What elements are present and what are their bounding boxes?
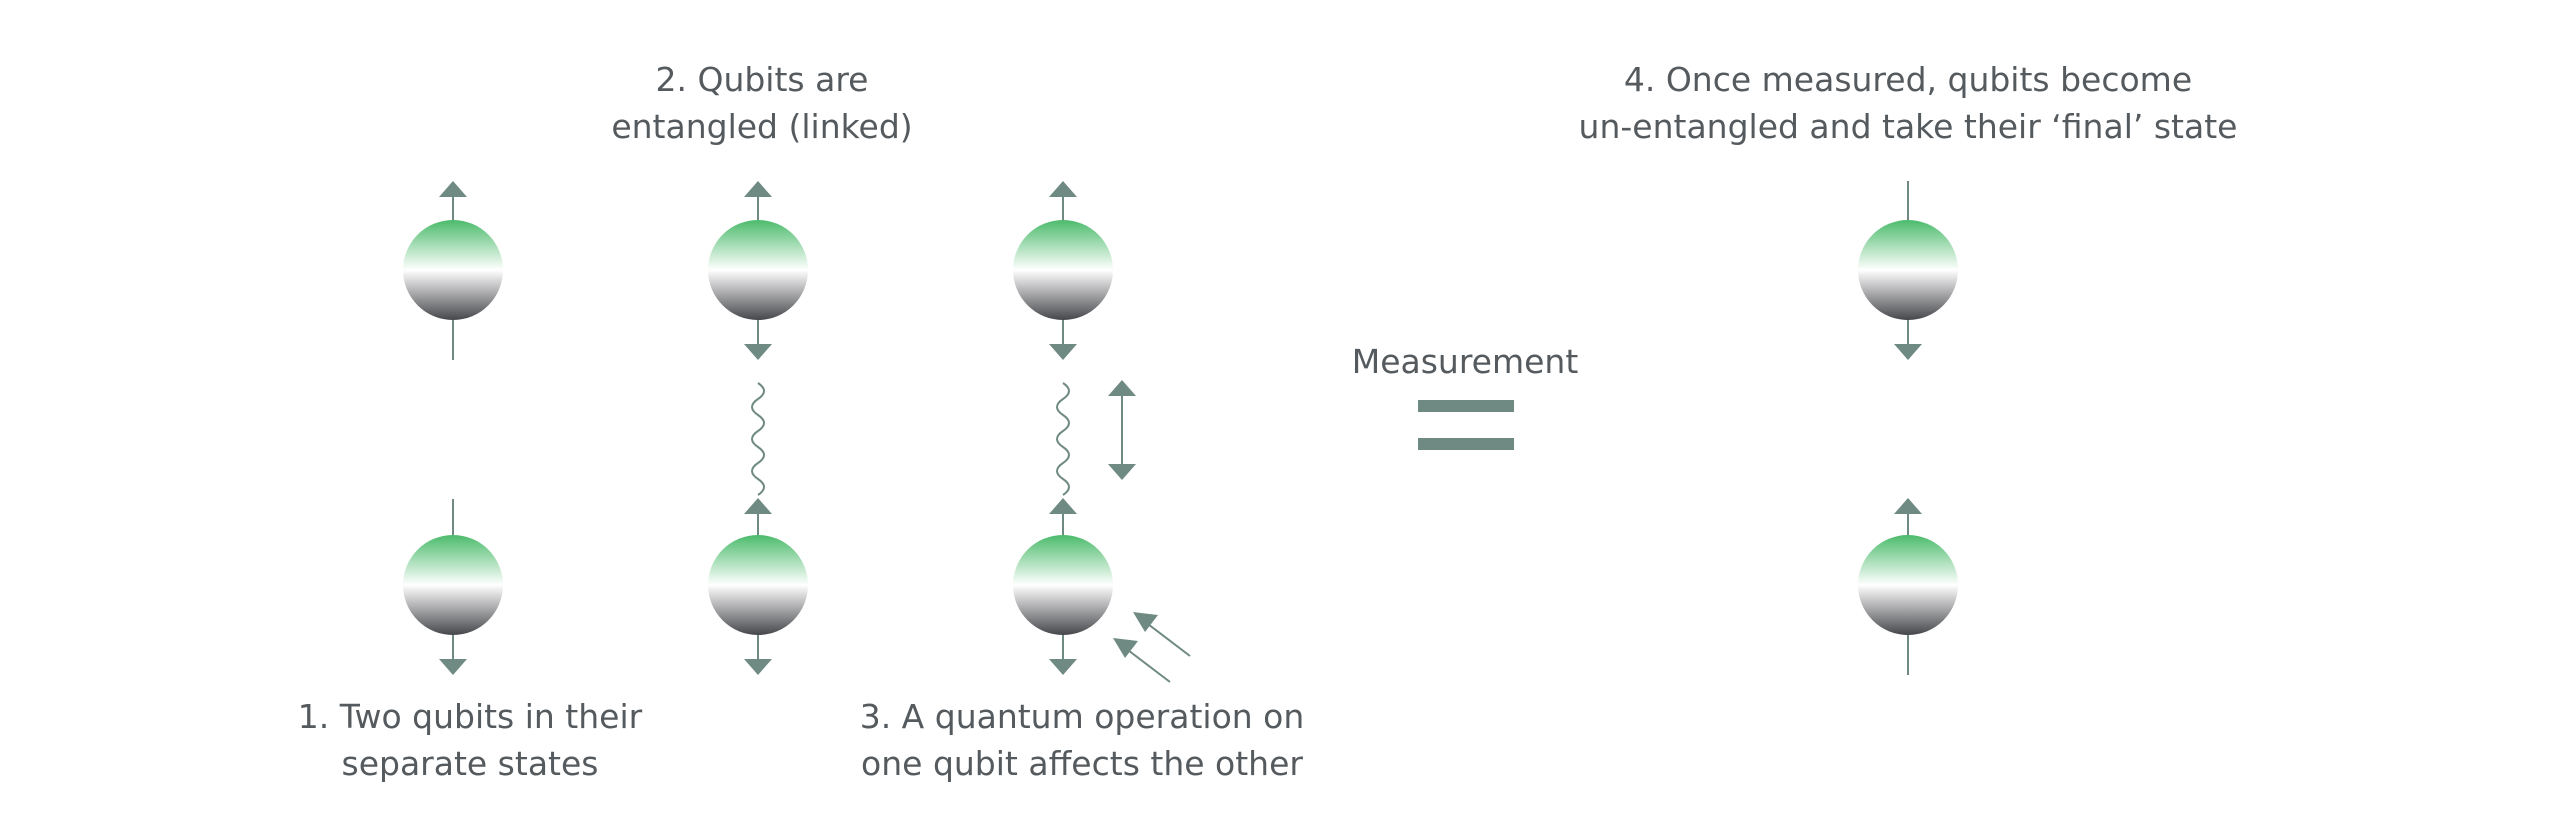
spin-up-arrowhead-icon bbox=[1894, 498, 1922, 514]
spin-up-arrowhead-icon bbox=[744, 181, 772, 197]
step3-bottom-qubit bbox=[1013, 498, 1113, 675]
measurement-label: Measurement bbox=[1300, 338, 1630, 385]
spin-down-arrowhead-icon bbox=[439, 659, 467, 675]
step2-caption-line2: entangled (linked) bbox=[562, 103, 962, 150]
entanglement-wavy-line-icon bbox=[1057, 383, 1069, 495]
step1-caption-line2: separate states bbox=[270, 740, 670, 787]
qubit-sphere bbox=[708, 220, 808, 320]
double-arrow-icon bbox=[1108, 380, 1136, 480]
measurement-label-text: Measurement bbox=[1300, 338, 1630, 385]
spin-down-arrowhead-icon bbox=[1894, 344, 1922, 360]
operation-arrows-icon bbox=[1113, 612, 1190, 682]
qubit-sphere bbox=[1858, 220, 1958, 320]
spin-down-arrowhead-icon bbox=[1049, 659, 1077, 675]
step3-caption: 3. A quantum operation on one qubit affe… bbox=[832, 693, 1332, 787]
step2-caption-line1: 2. Qubits are bbox=[562, 56, 962, 103]
qubit-sphere bbox=[403, 535, 503, 635]
qubit-sphere bbox=[1858, 535, 1958, 635]
entanglement-wavy-line-icon bbox=[752, 383, 764, 495]
step3-top-qubit bbox=[1013, 181, 1113, 360]
step4-caption-line1: 4. Once measured, qubits become bbox=[1538, 56, 2278, 103]
step4-top-qubit bbox=[1858, 181, 1958, 360]
spin-down-arrowhead-icon bbox=[744, 344, 772, 360]
qubit-sphere bbox=[1013, 535, 1113, 635]
spin-down-arrowhead-icon bbox=[1049, 344, 1077, 360]
spin-up-arrowhead-icon bbox=[439, 181, 467, 197]
step3-caption-line2: one qubit affects the other bbox=[832, 740, 1332, 787]
qubit-sphere bbox=[403, 220, 503, 320]
spin-up-arrowhead-icon bbox=[1049, 181, 1077, 197]
step1-bottom-qubit bbox=[403, 499, 503, 675]
spin-up-arrowhead-icon bbox=[1049, 498, 1077, 514]
qubit-sphere bbox=[708, 535, 808, 635]
step1-caption: 1. Two qubits in their separate states bbox=[270, 693, 670, 787]
spin-down-arrowhead-icon bbox=[744, 659, 772, 675]
step4-caption-line2: un-entangled and take their ‘final’ stat… bbox=[1538, 103, 2278, 150]
step3-caption-line1: 3. A quantum operation on bbox=[832, 693, 1332, 740]
spin-up-arrowhead-icon bbox=[744, 498, 772, 514]
step4-caption: 4. Once measured, qubits become un-entan… bbox=[1538, 56, 2278, 150]
step4-bottom-qubit bbox=[1858, 498, 1958, 675]
qubit-sphere bbox=[1013, 220, 1113, 320]
step1-top-qubit bbox=[403, 181, 503, 360]
measurement-equals-icon bbox=[1418, 400, 1514, 450]
step2-caption: 2. Qubits are entangled (linked) bbox=[562, 56, 962, 150]
step1-caption-line1: 1. Two qubits in their bbox=[270, 693, 670, 740]
step2-top-qubit bbox=[708, 181, 808, 360]
step2-bottom-qubit bbox=[708, 498, 808, 675]
